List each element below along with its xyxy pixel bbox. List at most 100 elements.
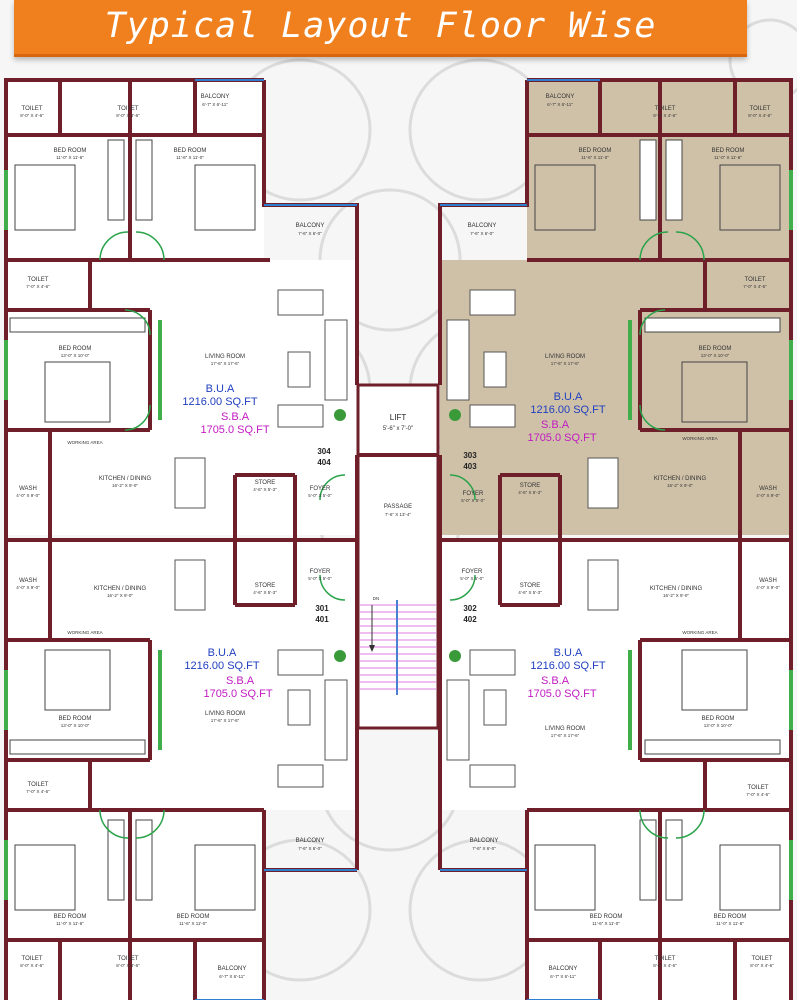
toilet-label: TOILET (22, 956, 43, 962)
toilet-label: TOILET (118, 106, 139, 112)
kitchen-dim: 16'-2" X 9'-0" (112, 483, 138, 488)
bua-value: 1216.00 SQ.FT (530, 404, 605, 416)
toilet-dim: 8'-0" X 4'-6" (750, 963, 774, 968)
bedroom-dim: 11'-0" X 11'-6" (56, 921, 84, 926)
store-dim: 4'-6" X 5'-3" (518, 590, 542, 595)
kitchen-dim: 16'-2" X 9'-0" (107, 593, 133, 598)
unit-number: 402 (463, 615, 477, 624)
kitchen-label: KITCHEN / DINING (94, 586, 147, 592)
bedroom-dim: 11'-0" X 11'-6" (56, 155, 84, 160)
wash-dim: 4'-0" X 9'-0" (756, 493, 780, 498)
living-room-dim: 17'-6" X 17'-6" (211, 718, 240, 723)
sba-label: S.B.A (226, 675, 255, 687)
bedroom-dim: 11'-6" X 11'-0" (592, 921, 620, 926)
bedroom-label: BED ROOM (714, 914, 747, 920)
balcony-label: BALCONY (546, 94, 575, 100)
balcony-dim: 6'-7" X 6'-11" (547, 102, 573, 107)
page-title: Typical Layout Floor Wise (104, 6, 657, 46)
unit-number: 401 (315, 615, 329, 624)
bedroom-dim: 13'-0" X 10'-0" (701, 353, 730, 358)
balcony-dim: 6'-7" X 6'-11" (202, 102, 228, 107)
toilet-dim: 8'-0" X 4'-6" (748, 113, 772, 118)
bedroom-dim: 13'-0" X 10'-0" (61, 353, 90, 358)
bedroom-label: BED ROOM (712, 148, 745, 154)
working-area-label: WORKING AREA (67, 630, 102, 635)
unit-number: 304 (317, 447, 331, 456)
toilet-label: TOILET (118, 956, 139, 962)
sba-value: 1705.0 SQ.FT (203, 688, 272, 700)
balcony-label: BALCONY (296, 223, 325, 229)
balcony-dim: 6'-7" X 6'-11" (219, 974, 245, 979)
toilet-dim: 7'-0" X 4'-6" (26, 284, 50, 289)
bedroom-label: BED ROOM (590, 914, 623, 920)
balcony-dim: 7'-6" X 6'-0" (472, 846, 496, 851)
unit-floors (6, 80, 791, 1000)
store-label: STORE (255, 583, 276, 589)
foyer-label: FOYER (310, 486, 331, 492)
furniture-beds (14, 164, 781, 911)
balcony-label: BALCONY (470, 838, 499, 844)
wash-label: WASH (759, 486, 777, 492)
bedroom-label: BED ROOM (579, 148, 612, 154)
passage-dim: 7'-6" X 13'-4" (385, 512, 411, 517)
toilet-dim: 8'-0" X 4'-6" (20, 963, 44, 968)
foyer-dim: 5'-0" X 5'-0" (308, 576, 332, 581)
staircase (360, 600, 436, 695)
toilet-label: TOILET (748, 785, 769, 791)
balcony-dim: 6'-7" X 6'-11" (550, 974, 576, 979)
bedroom-label: BED ROOM (59, 346, 92, 352)
unit-top-left: BALCONY 6'-7" X 6'-11" BALCONY 7'-6" X 6… (16, 94, 332, 498)
wash-dim: 4'-0" X 9'-0" (756, 585, 780, 590)
foyer-label: FOYER (463, 491, 484, 497)
toilet-dim: 7'-0" X 4'-6" (743, 284, 767, 289)
bua-label: B.U.A (554, 391, 583, 403)
bedroom-label: BED ROOM (54, 148, 87, 154)
unit-top-right: BALCONY 6'-7" X 6'-11" BALCONY 7'-6" X 6… (461, 94, 780, 503)
bedroom-label: BED ROOM (702, 716, 735, 722)
unit-number: 302 (463, 604, 477, 613)
store-dim: 4'-6" X 5'-3" (253, 590, 277, 595)
bua-label: B.U.A (206, 383, 235, 395)
balcony-label: BALCONY (549, 966, 578, 972)
foyer-label: FOYER (310, 569, 331, 575)
working-area-label: WORKING AREA (682, 436, 717, 441)
living-room-label: LIVING ROOM (205, 711, 245, 717)
bedroom-dim: 11'-6" X 11'-0" (176, 155, 204, 160)
store-dim: 4'-6" X 5'-3" (253, 487, 277, 492)
toilet-dim: 8'-0" X 4'-6" (653, 963, 677, 968)
bedroom-label: BED ROOM (177, 914, 210, 920)
bedroom-dim: 13'-0" X 10'-0" (61, 723, 90, 728)
wash-label: WASH (759, 578, 777, 584)
unit-bottom-left: WASH 4'-0" X 9'-0" KITCHEN / DINING 16'-… (16, 569, 332, 979)
wash-label: WASH (19, 578, 37, 584)
store-dim: 4'-6" X 5'-3" (518, 490, 542, 495)
unit-number: 301 (315, 604, 329, 613)
balcony-dim: 7'-6" X 6'-0" (470, 231, 494, 236)
toilet-label: TOILET (22, 106, 43, 112)
title-banner: Typical Layout Floor Wise (14, 0, 747, 57)
bua-value: 1216.00 SQ.FT (184, 660, 259, 672)
walls (4, 78, 793, 1000)
working-area-label: WORKING AREA (682, 630, 717, 635)
bedroom-dim: 11'-0" X 11'-6" (714, 155, 742, 160)
toilet-dim: 7'-0" X 4'-6" (746, 792, 770, 797)
lift-dim: 5'-6" x 7'-0" (383, 426, 413, 432)
toilet-dim: 8'-0" X 4'-6" (116, 113, 140, 118)
bedroom-dim: 13'-0" X 10'-0" (704, 723, 733, 728)
sba-value: 1705.0 SQ.FT (200, 424, 269, 436)
bedroom-dim: 11'-0" X 11'-6" (716, 921, 744, 926)
foyer-label: FOYER (462, 569, 483, 575)
passage-label: PASSAGE (384, 504, 412, 510)
furniture-wardrobes (9, 139, 781, 901)
balcony-edges (195, 79, 600, 1000)
foyer-dim: 5'-0" X 5'-0" (461, 498, 485, 503)
store-label: STORE (520, 583, 541, 589)
kitchen-dim: 16'-2" X 9'-0" (667, 483, 693, 488)
living-room-dim: 17'-6" X 17'-6" (551, 733, 580, 738)
working-area-label: WORKING AREA (67, 440, 102, 445)
unit-number: 404 (317, 458, 331, 467)
living-room-dim: 17'-6" X 17'-6" (551, 361, 580, 366)
living-room-label: LIVING ROOM (205, 354, 245, 360)
bua-value: 1216.00 SQ.FT (530, 660, 605, 672)
plant-icons (334, 409, 461, 662)
